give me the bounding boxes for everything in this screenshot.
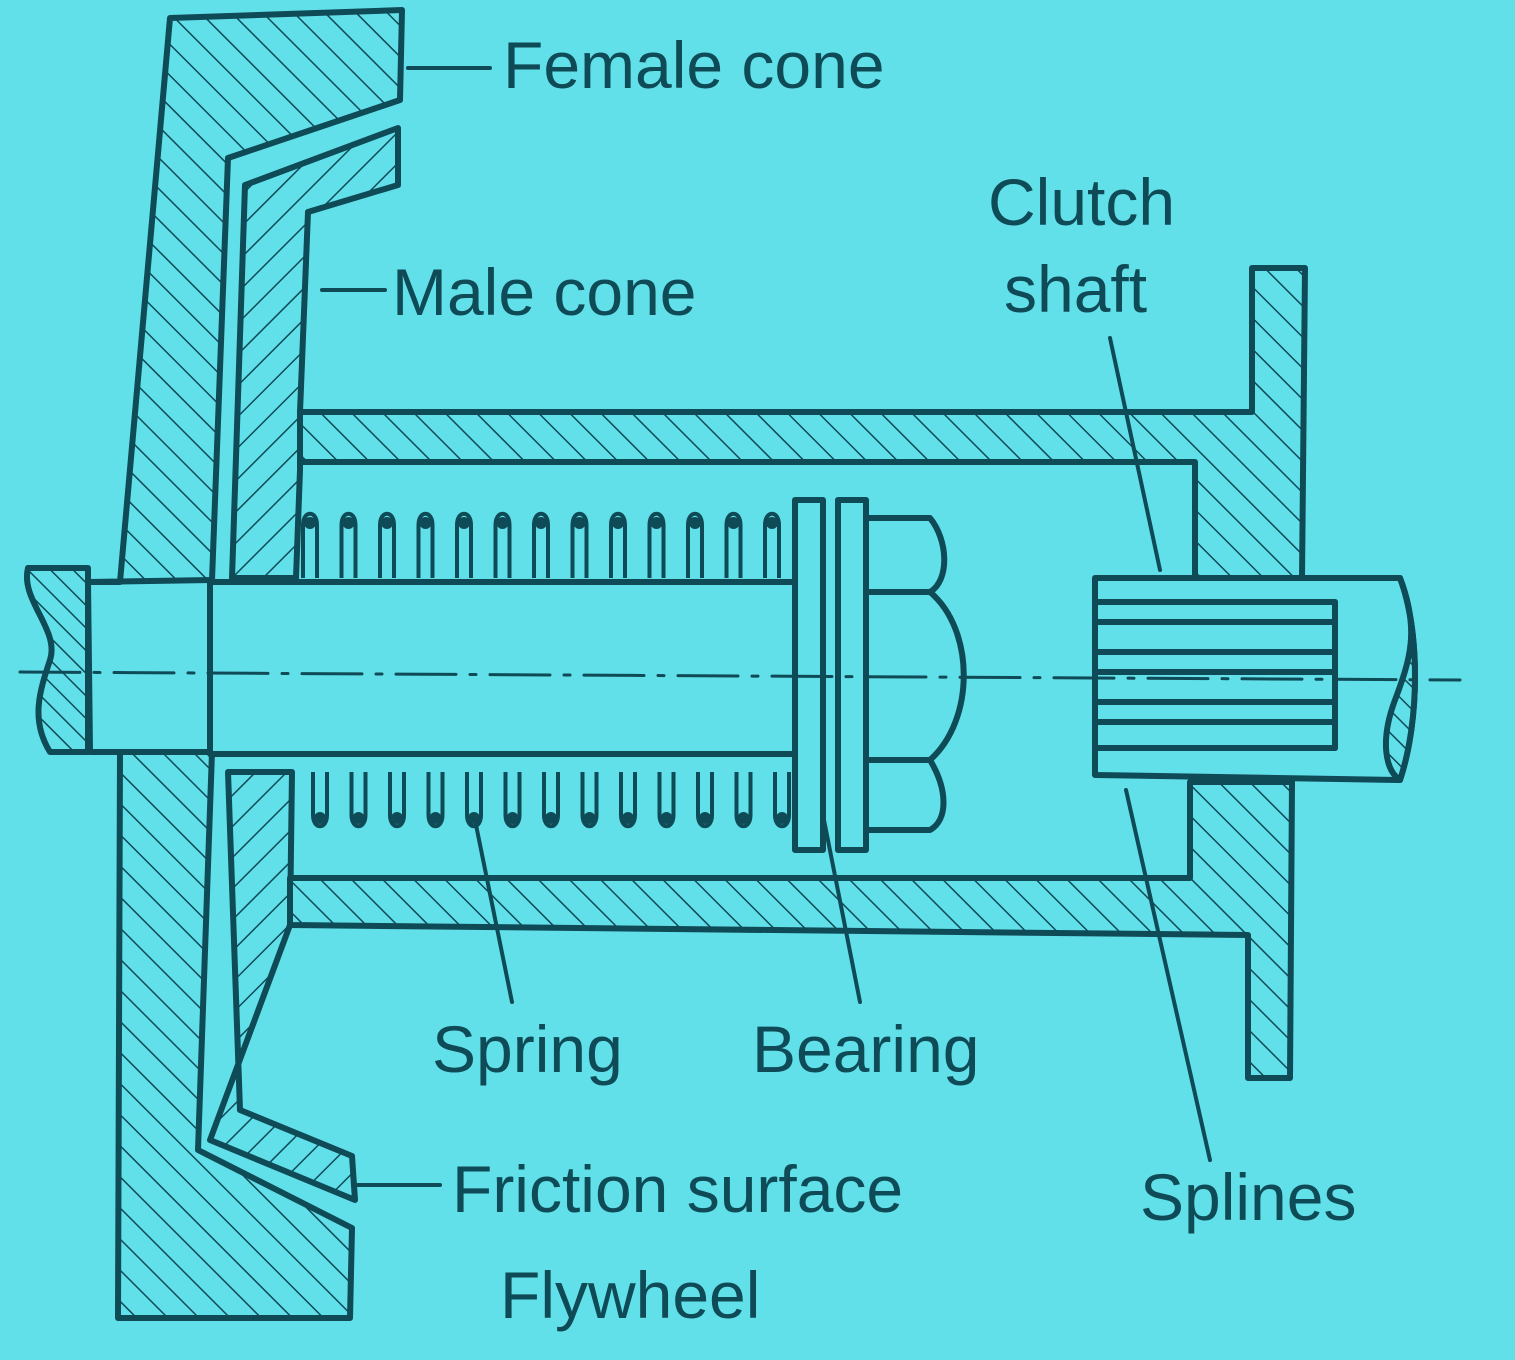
spring-coil-lower-section [776, 812, 788, 824]
clutch-drum-bottom [287, 779, 1295, 1081]
leader-clutch-shaft [1108, 336, 1162, 572]
spring-coil-upper-section [689, 517, 701, 529]
spring-coil-upper [647, 511, 666, 578]
spring-coil-upper [378, 511, 396, 578]
spring-coil-upper-section [727, 517, 740, 529]
spring-coil-lower [773, 772, 791, 829]
spring-upper-coils [301, 511, 781, 578]
label-female-cone: Female cone [503, 28, 885, 102]
spring-coil-upper [416, 511, 435, 578]
spring-coil-upper-section [381, 517, 393, 529]
spring-coil-upper-section [458, 517, 470, 529]
leader-bearing [820, 808, 862, 1004]
spring-coil-lower [503, 772, 522, 829]
clutch-shaft-end [1382, 575, 1418, 783]
male-cone-body [229, 125, 401, 581]
central-shaft [207, 579, 813, 757]
spring-coil-upper [686, 511, 704, 578]
flywheel-shaft-stub [23, 565, 91, 755]
spring-coil-lower [311, 772, 329, 829]
spring-coil-upper-section [535, 517, 547, 529]
spring-coil-upper-section [573, 517, 586, 529]
label-bearing: Bearing [752, 1012, 980, 1086]
spring-coil-lower-section [506, 812, 519, 824]
spring-coil-lower [696, 772, 714, 829]
spring-coil-lower-section [699, 812, 711, 824]
spring-coil-upper-section [342, 517, 355, 529]
label-flywheel: Flywheel [500, 1258, 760, 1332]
male-cone-lower [207, 769, 358, 1203]
spring-coil-lower-section [468, 812, 480, 824]
spring-coil-lower [580, 772, 599, 829]
spring-coil-lower-section [391, 812, 403, 824]
label-clutch-shaft-line2: shaft [1004, 252, 1147, 326]
spring-coil-lower-section [429, 812, 442, 824]
spring-coil-lower [465, 772, 483, 829]
spring-coil-lower-section [737, 812, 750, 824]
spring-coil-lower [734, 772, 753, 829]
spring-coil-upper-section [419, 517, 432, 529]
label-clutch-shaft-line1: Clutch [988, 165, 1175, 239]
spring-coil-upper-section [650, 517, 663, 529]
spring-coil-lower-section [660, 812, 673, 824]
spring-coil-upper [609, 511, 627, 578]
label-male-cone: Male cone [392, 255, 697, 329]
bearing-plate-2 [835, 497, 869, 853]
spring-coil-lower [349, 772, 368, 829]
leader-spring [473, 818, 514, 1004]
label-splines: Splines [1140, 1160, 1356, 1234]
spring-coil-lower [619, 772, 637, 829]
nut [863, 515, 967, 833]
spring-coil-lower-section [314, 812, 326, 824]
label-spring: Spring [432, 1012, 623, 1086]
spring-coil-lower [657, 772, 676, 829]
spring-coil-lower [542, 772, 560, 829]
leader-splines [1124, 788, 1212, 1162]
spring-coil-upper [301, 511, 319, 578]
spring-coil-upper [455, 511, 473, 578]
spring-coil-upper-section [496, 517, 509, 529]
spring-coil-upper-section [766, 517, 778, 529]
centre-line [18, 670, 1462, 682]
spring-lower-coils [311, 772, 791, 829]
spring-coil-lower-section [352, 812, 365, 824]
spring-coil-upper [763, 511, 781, 578]
spring-coil-upper [532, 511, 550, 578]
spring-coil-lower-section [545, 812, 557, 824]
spring-coil-lower [388, 772, 406, 829]
spring-coil-upper [339, 511, 358, 578]
spring-coil-upper [493, 511, 512, 578]
spring-coil-upper-section [612, 517, 624, 529]
spring-coil-lower-section [583, 812, 596, 824]
label-friction-surface: Friction surface [452, 1152, 903, 1226]
spring-coil-upper-section [304, 517, 316, 529]
spring-coil-upper [724, 511, 743, 578]
spring-coil-lower-section [622, 812, 634, 824]
spring-coil-lower [426, 772, 445, 829]
spring-coil-upper [570, 511, 589, 578]
